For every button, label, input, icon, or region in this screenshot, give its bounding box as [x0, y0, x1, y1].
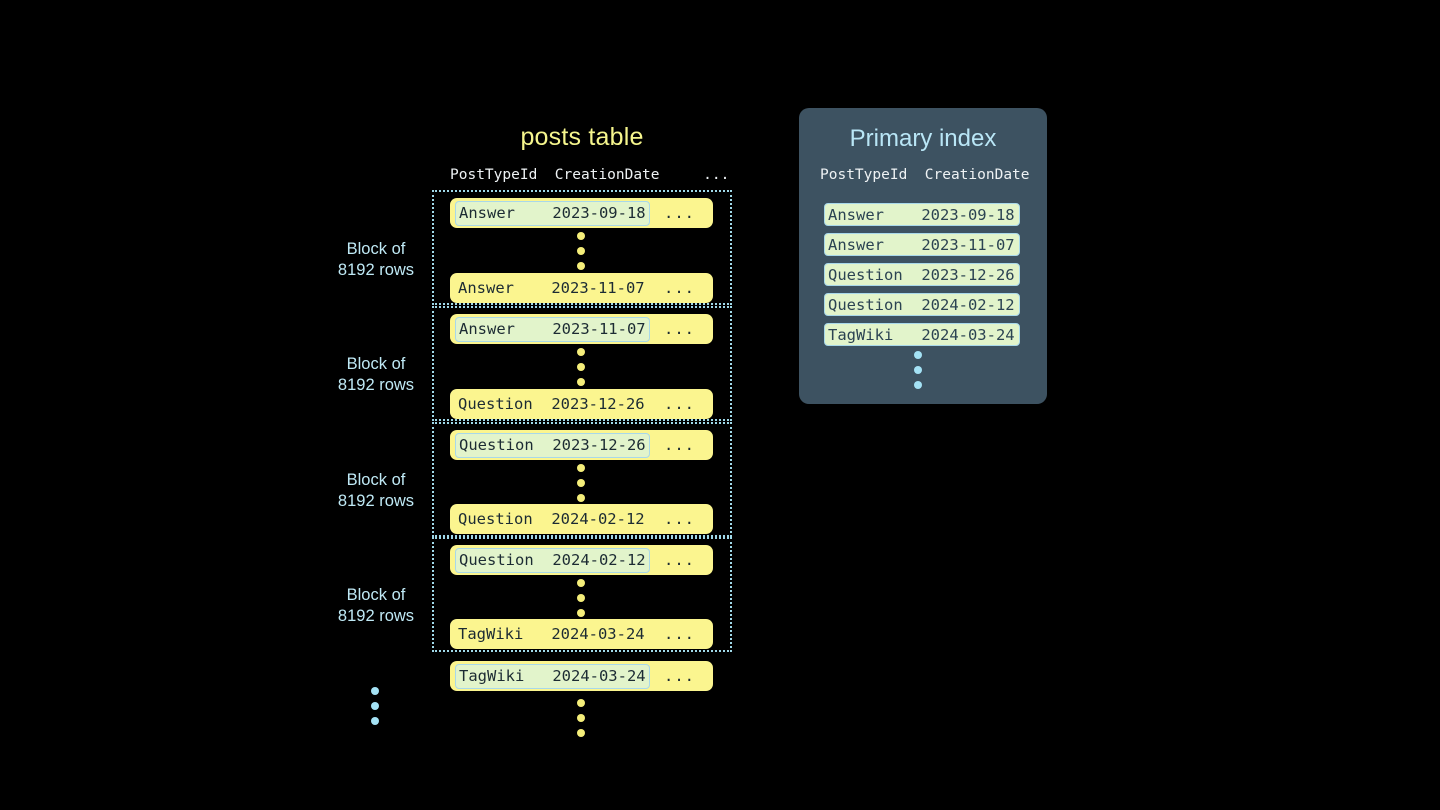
row-ellipsis: ... — [664, 436, 695, 454]
index-row[interactable]: Question 2023-12-26 — [824, 263, 1020, 286]
table-row[interactable]: Question 2024-02-12 ... — [450, 504, 713, 534]
index-row[interactable]: Question 2024-02-12 — [824, 293, 1020, 316]
table-row[interactable]: Answer 2023-11-07 ... — [450, 273, 713, 303]
row-cells: Answer 2023-09-18 — [455, 200, 650, 226]
row-continuation-dots — [577, 579, 585, 617]
block-label-1-line1: Block of — [346, 240, 406, 258]
block-label-3-line1: Block of — [346, 471, 406, 489]
row-continuation-dots — [577, 232, 585, 270]
row-cells: TagWiki 2024-03-24 — [458, 624, 645, 643]
block-label-3-line2: 8192 rows — [337, 492, 415, 510]
posts-table-column-headers: PostTypeId CreationDate ... — [450, 167, 730, 183]
index-row-cells: TagWiki 2024-03-24 — [828, 325, 1015, 344]
row-ellipsis: ... — [664, 320, 695, 338]
block-label-4-line2: 8192 rows — [337, 607, 415, 625]
row-cells: Answer 2023-11-07 — [455, 316, 650, 342]
table-continuation-dots — [577, 699, 585, 737]
row-cells: TagWiki 2024-03-24 — [455, 663, 650, 689]
index-row-cells: Answer 2023-09-18 — [828, 205, 1015, 224]
block-continuation-dots — [371, 687, 379, 725]
table-row[interactable]: Answer 2023-09-18 ... — [450, 198, 713, 228]
row-cells: Question 2023-12-26 — [458, 394, 645, 413]
table-row[interactable]: Answer 2023-11-07 ... — [450, 314, 713, 344]
row-ellipsis: ... — [664, 667, 695, 685]
row-ellipsis: ... — [664, 510, 695, 528]
index-continuation-dots — [914, 351, 922, 389]
block-label-2-line1: Block of — [346, 355, 406, 373]
row-cells: Question 2024-02-12 — [455, 547, 650, 573]
index-row[interactable]: Answer 2023-09-18 — [824, 203, 1020, 226]
row-ellipsis: ... — [664, 395, 695, 413]
block-label-3: Block of 8192 rows — [291, 470, 461, 512]
block-label-1: Block of 8192 rows — [291, 239, 461, 281]
row-ellipsis: ... — [664, 204, 695, 222]
index-row-cells: Question 2024-02-12 — [828, 295, 1015, 314]
index-row[interactable]: TagWiki 2024-03-24 — [824, 323, 1020, 346]
table-row[interactable]: Question 2024-02-12 ... — [450, 545, 713, 575]
primary-index-panel: Primary index — [799, 108, 1047, 404]
block-label-1-line2: 8192 rows — [337, 261, 415, 279]
table-row[interactable]: Question 2023-12-26 ... — [450, 430, 713, 460]
block-boundary-4 — [432, 537, 732, 652]
row-cells: Answer 2023-11-07 — [458, 278, 645, 297]
index-row-cells: Question 2023-12-26 — [828, 265, 1015, 284]
primary-index-title: Primary index — [849, 125, 997, 152]
row-ellipsis: ... — [664, 551, 695, 569]
primary-index-column-headers: PostTypeId CreationDate — [820, 167, 1030, 183]
table-row[interactable]: TagWiki 2024-03-24 ... — [450, 661, 713, 691]
row-ellipsis: ... — [664, 625, 695, 643]
block-label-4-line1: Block of — [346, 586, 406, 604]
row-ellipsis: ... — [664, 279, 695, 297]
block-boundary-1 — [432, 190, 732, 305]
block-boundary-2 — [432, 306, 732, 421]
index-row[interactable]: Answer 2023-11-07 — [824, 233, 1020, 256]
row-continuation-dots — [577, 348, 585, 386]
block-label-4: Block of 8192 rows — [291, 585, 461, 627]
posts-table-title: posts table — [520, 123, 644, 151]
row-cells: Question 2024-02-12 — [458, 509, 645, 528]
block-label-2-line2: 8192 rows — [337, 376, 415, 394]
row-cells: Question 2023-12-26 — [455, 432, 650, 458]
table-row[interactable]: TagWiki 2024-03-24 ... — [450, 619, 713, 649]
block-label-2: Block of 8192 rows — [291, 354, 461, 396]
block-boundary-3 — [432, 422, 732, 537]
row-continuation-dots — [577, 464, 585, 502]
table-row[interactable]: Question 2023-12-26 ... — [450, 389, 713, 419]
index-row-cells: Answer 2023-11-07 — [828, 235, 1015, 254]
